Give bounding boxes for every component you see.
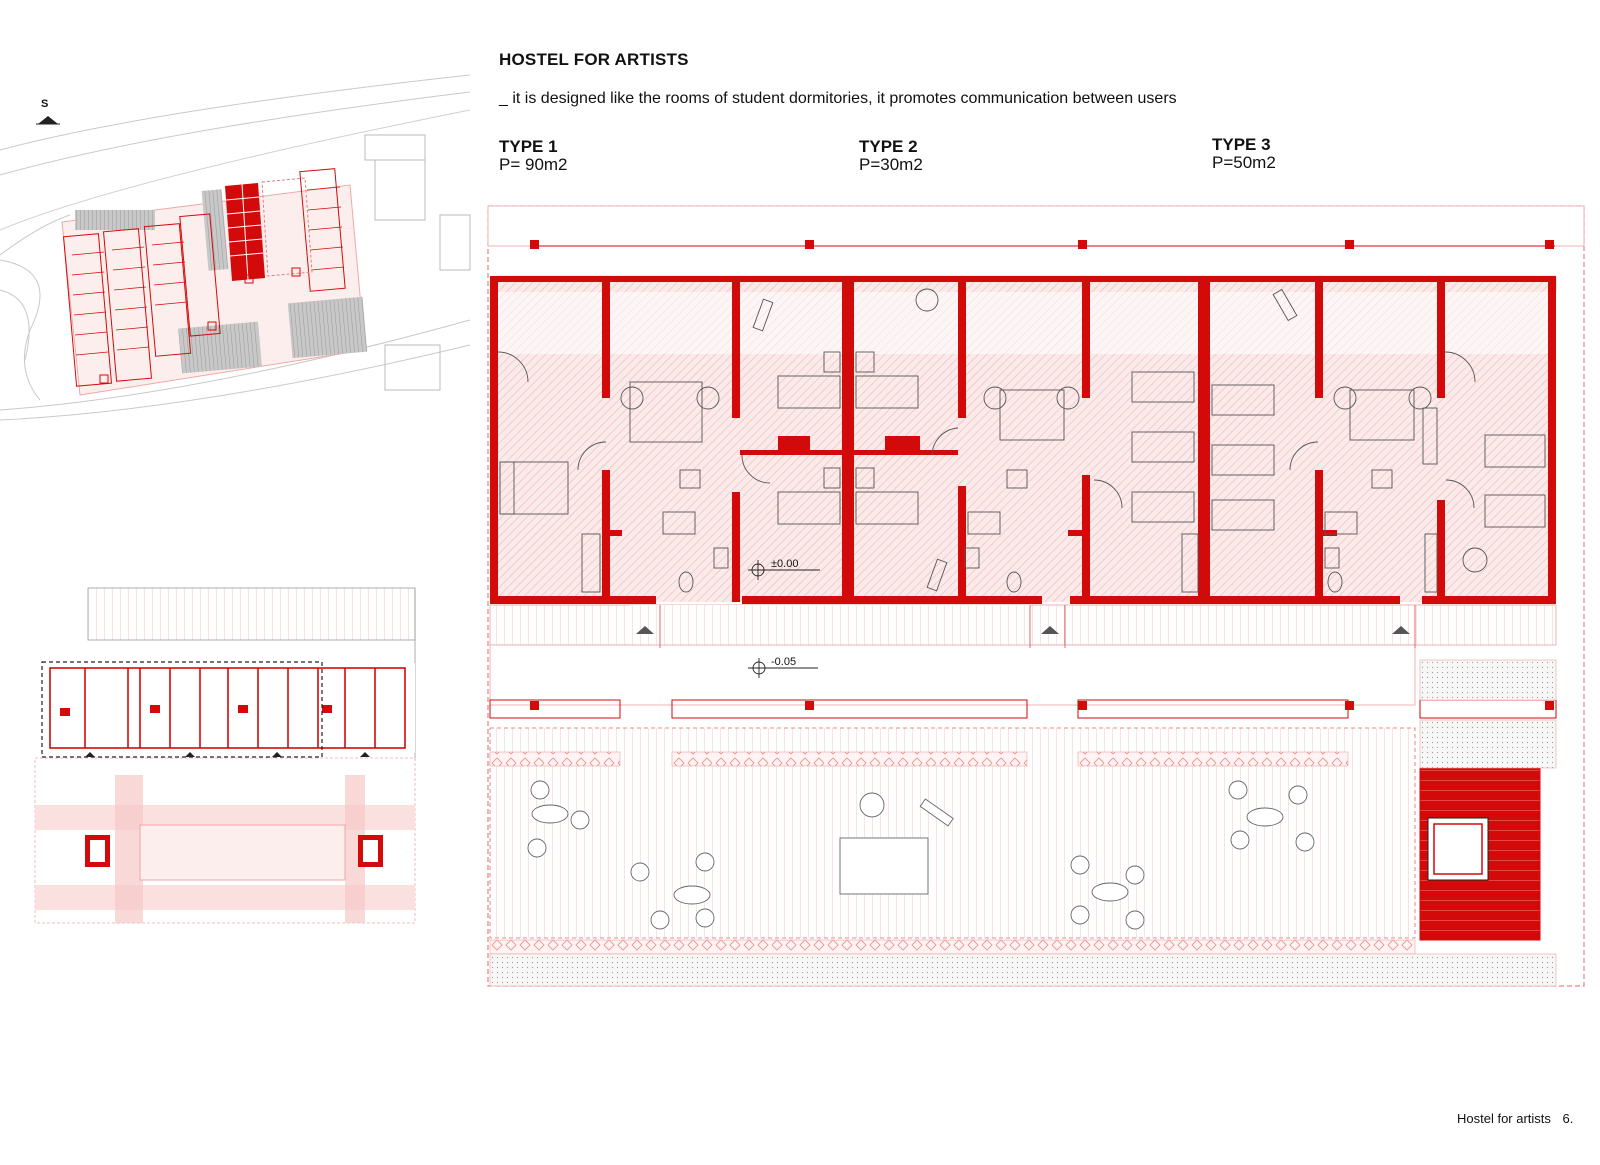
- type-1-name: TYPE 1: [499, 137, 558, 156]
- type-2-name: TYPE 2: [859, 137, 918, 156]
- terrace-furniture: [527, 780, 1315, 930]
- north-arrow-icon: [38, 116, 58, 124]
- north-label: S: [41, 98, 49, 110]
- type-3-label: TYPE 3 P=50m2: [1212, 136, 1276, 172]
- site-plan: [0, 74, 471, 421]
- type-3-area: P=50m2: [1212, 153, 1276, 172]
- type-3-name: TYPE 3: [1212, 135, 1271, 154]
- footer: Hostel for artists 6.: [1457, 1111, 1573, 1126]
- page-subtitle: _ it is designed like the rooms of stude…: [499, 90, 1177, 107]
- entry-marker-icon: [636, 626, 654, 634]
- type-1-area: P= 90m2: [499, 155, 568, 174]
- floor-plan: ±0.00 -0.05: [487, 205, 1585, 987]
- key-plan: [34, 587, 416, 924]
- entry-marker-icon: [1041, 626, 1059, 634]
- selection-frame: [41, 661, 323, 758]
- page-title: HOSTEL FOR ARTISTS: [499, 50, 689, 69]
- furniture: [497, 288, 1546, 593]
- page-number: 6.: [1562, 1111, 1574, 1126]
- unit-walls: [490, 276, 1556, 604]
- type-1-label: TYPE 1 P= 90m2: [499, 138, 568, 174]
- level-marker-lower: [748, 658, 818, 678]
- level-marker-upper: [748, 560, 820, 580]
- entry-marker-icon: [1392, 626, 1410, 634]
- level-label-lower: -0.05: [771, 656, 796, 668]
- footer-label: Hostel for artists: [1457, 1111, 1551, 1126]
- type-2-label: TYPE 2 P=30m2: [859, 138, 923, 174]
- type-2-area: P=30m2: [859, 155, 923, 174]
- level-label-upper: ±0.00: [771, 558, 798, 570]
